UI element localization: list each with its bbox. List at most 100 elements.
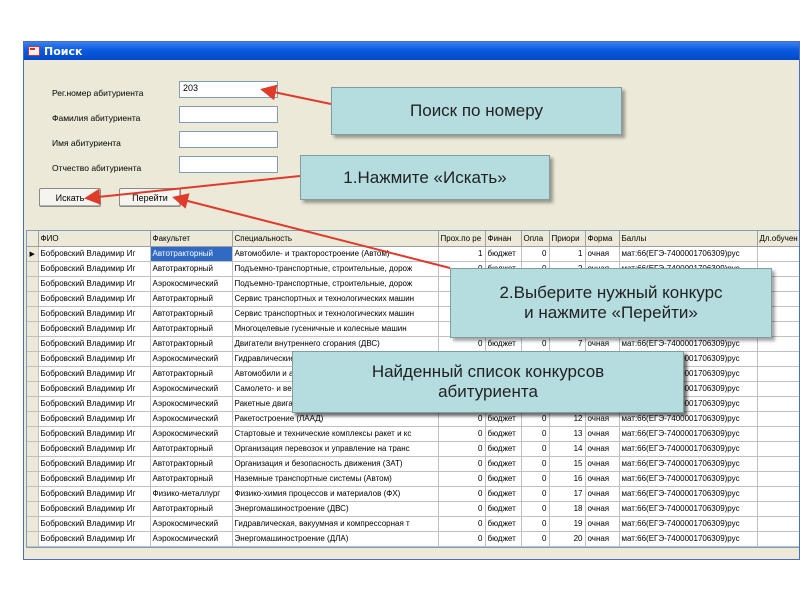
cell-priority: 19 [549,516,586,532]
last-name-input[interactable] [179,106,278,123]
cell-payment: 0 [521,471,550,487]
column-header-financing[interactable]: Финан [485,231,522,247]
cell-duration [757,366,799,382]
cell-duration [757,351,799,367]
title-bar[interactable]: Поиск [24,42,799,60]
callout-found-list: Найденный список конкурсов абитуриента [292,351,684,413]
cell-specialty: Многоцелевые гусеничные и колесные машин [232,321,439,337]
cell-duration [757,246,799,262]
column-header-faculty[interactable]: Факультет [150,231,233,247]
column-header-scores[interactable]: Баллы [619,231,758,247]
cell-financing: бюджет [485,441,522,457]
cell-duration [757,486,799,502]
cell-financing: бюджет [485,516,522,532]
row-indicator [27,501,39,517]
cell-passed: 0 [438,471,486,487]
first-name-input[interactable] [179,131,278,148]
app-icon [28,46,40,56]
cell-form: очная [585,471,620,487]
row-indicator [27,441,39,457]
cell-fio: Бобровский Владимир Иг [38,486,151,502]
cell-duration [757,501,799,517]
cell-duration [757,531,799,547]
cell-fio: Бобровский Владимир Иг [38,456,151,472]
cell-specialty: Стартовые и технические комплексы ракет … [232,426,439,442]
cell-priority: 18 [549,501,586,517]
column-header-passed[interactable]: Прох.по ре [438,231,486,247]
cell-faculty: Автотракторный [150,261,233,277]
column-header-fio[interactable]: ФИО [38,231,151,247]
cell-payment: 0 [521,516,550,532]
cell-fio: Бобровский Владимир Иг [38,246,151,262]
row-indicator [27,456,39,472]
cell-fio: Бобровский Владимир Иг [38,501,151,517]
cell-fio: Бобровский Владимир Иг [38,351,151,367]
column-header-duration[interactable]: Дл.обучен [757,231,799,247]
cell-passed: 0 [438,486,486,502]
cell-priority: 17 [549,486,586,502]
callout-press-search: 1.Нажмите «Искать» [300,155,550,200]
cell-faculty: Аэрокосмический [150,531,233,547]
cell-priority: 14 [549,441,586,457]
column-header-form[interactable]: Форма [585,231,620,247]
reg-number-input[interactable]: 203 [179,81,278,98]
cell-scores: мат:66(ЕГЭ-7400001706309)рус [619,246,758,262]
cell-form: очная [585,501,620,517]
cell-priority: 1 [549,246,586,262]
cell-scores: мат:66(ЕГЭ-7400001706309)рус [619,531,758,547]
cell-faculty: Автотракторный [150,366,233,382]
cell-payment: 0 [521,501,550,517]
cell-fio: Бобровский Владимир Иг [38,336,151,352]
column-header-payment[interactable]: Опла [521,231,550,247]
cell-fio: Бобровский Владимир Иг [38,366,151,382]
cell-form: очная [585,441,620,457]
row-indicator [27,531,39,547]
cell-duration [757,411,799,427]
cell-fio: Бобровский Владимир Иг [38,381,151,397]
row-indicator [27,381,39,397]
cell-fio: Бобровский Владимир Иг [38,276,151,292]
row-indicator [27,321,39,337]
patronymic-input[interactable] [179,156,278,173]
callout-found-line1: Найденный список конкурсов [371,362,605,381]
patronymic-label: Отчество абитуриента [52,163,142,173]
cell-financing: бюджет [485,486,522,502]
cell-passed: 0 [438,441,486,457]
cell-financing: бюджет [485,426,522,442]
cell-passed: 0 [438,531,486,547]
callout-select-line2: и нажмите «Перейти» [524,303,698,322]
cell-scores: мат:66(ЕГЭ-7400001706309)рус [619,486,758,502]
column-header-specialty[interactable]: Специальность [232,231,439,247]
cell-payment: 0 [521,531,550,547]
row-indicator [27,411,39,427]
cell-form: очная [585,426,620,442]
cell-payment: 0 [521,246,550,262]
row-indicator [27,396,39,412]
cell-passed: 0 [438,516,486,532]
cell-financing: бюджет [485,246,522,262]
row-indicator [27,291,39,307]
cell-fio: Бобровский Владимир Иг [38,306,151,322]
row-indicator [27,516,39,532]
cell-specialty: Подъемно-транспортные, строительные, дор… [232,261,439,277]
column-header-priority[interactable]: Приори [549,231,586,247]
search-button[interactable]: Искать [39,188,101,207]
goto-button[interactable]: Перейти [119,188,181,207]
row-indicator [27,336,39,352]
cell-specialty: Подъемно-транспортные, строительные, дор… [232,276,439,292]
cell-passed: 0 [438,426,486,442]
cell-faculty: Автотракторный [150,246,233,262]
cell-faculty: Автотракторный [150,321,233,337]
